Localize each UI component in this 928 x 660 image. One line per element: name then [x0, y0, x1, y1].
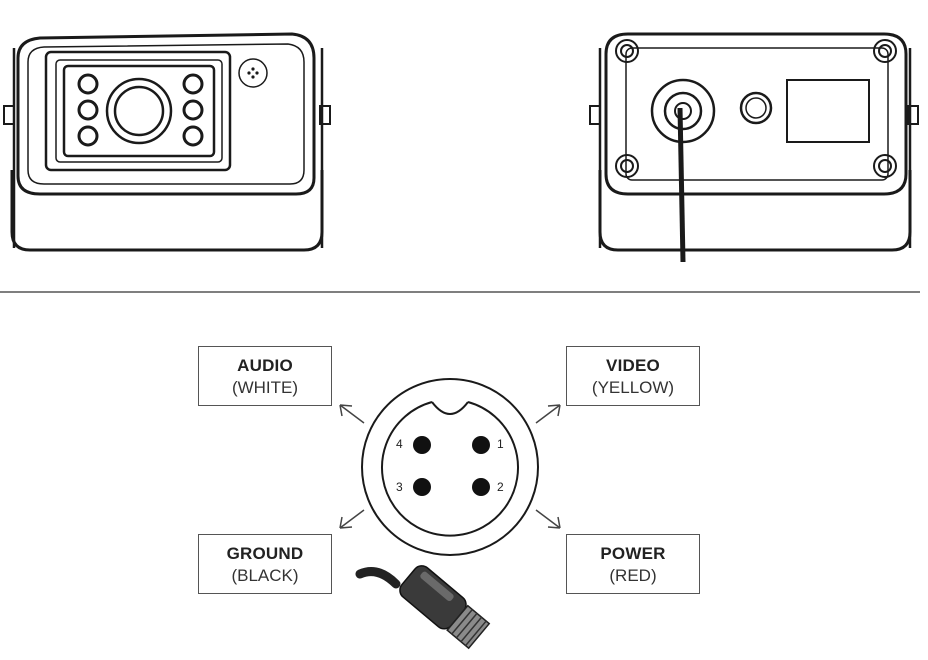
label-power-signal: POWER [600, 544, 666, 563]
arrow-power [535, 509, 561, 529]
connector-face [361, 378, 539, 556]
label-audio-color: (WHITE) [231, 378, 299, 397]
label-audio: AUDIO (WHITE) [198, 346, 332, 406]
pin-4-number: 4 [396, 437, 403, 451]
arrow-video [535, 404, 561, 424]
arrow-ground [339, 509, 365, 529]
pin-2-number: 2 [497, 480, 504, 494]
label-ground: GROUND (BLACK) [198, 534, 332, 594]
pin-1-number: 1 [497, 437, 504, 451]
pin-2 [472, 478, 490, 496]
pin-4 [413, 436, 431, 454]
pin-arrows [339, 404, 561, 529]
label-power: POWER (RED) [566, 534, 700, 594]
connector-pins [413, 436, 490, 496]
camera-front-view [3, 32, 331, 252]
label-video-color: (YELLOW) [591, 378, 675, 397]
label-power-color: (RED) [609, 566, 657, 585]
pin-1 [472, 436, 490, 454]
label-video-signal: VIDEO [606, 356, 660, 375]
cable-plug-icon [355, 565, 491, 650]
label-ground-color: (BLACK) [231, 566, 299, 585]
pin-3 [413, 478, 431, 496]
arrow-audio [339, 404, 365, 424]
label-audio-signal: AUDIO [237, 356, 293, 375]
label-ground-signal: GROUND [226, 544, 304, 563]
label-video: VIDEO (YELLOW) [566, 346, 700, 406]
pin-3-number: 3 [396, 480, 403, 494]
camera-rear-view [589, 32, 919, 263]
